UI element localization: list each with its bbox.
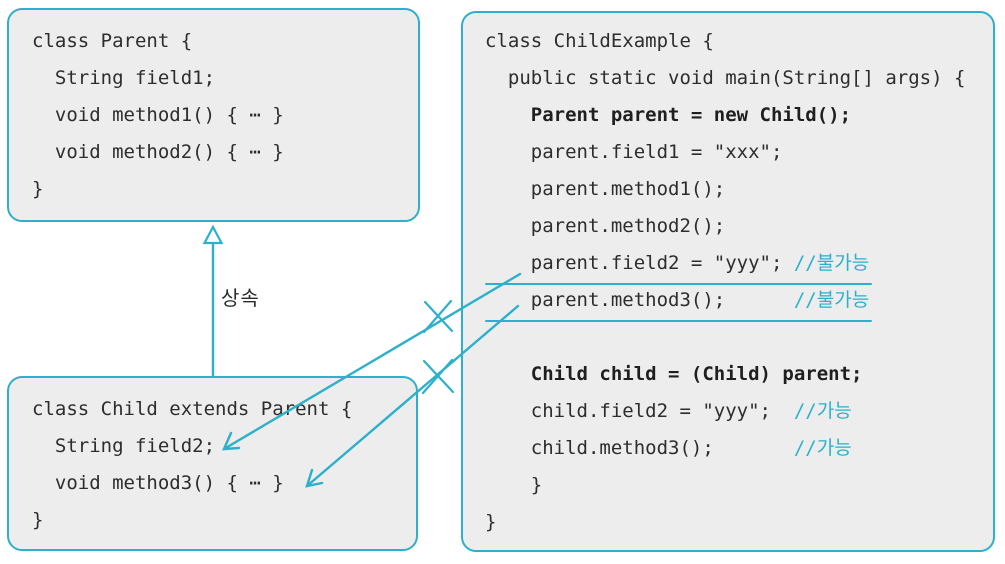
code-line-text: parent.field1 = "xxx"; bbox=[485, 141, 783, 163]
code-line-text: class Parent { bbox=[32, 30, 193, 52]
code-line: void method1() { ⋯ } bbox=[32, 97, 418, 134]
code-line: class ChildExample { bbox=[485, 23, 993, 60]
code-line: class Parent { bbox=[32, 23, 418, 60]
child-example-code: class ChildExample { public static void … bbox=[485, 23, 993, 541]
code-line: parent.field1 = "xxx"; bbox=[485, 134, 993, 171]
inheritance-label: 상속 bbox=[221, 288, 260, 310]
code-line: public static void main(String[] args) { bbox=[485, 60, 993, 97]
parent-class-code: class Parent { String field1; void metho… bbox=[32, 23, 418, 208]
code-line-text: } bbox=[485, 474, 543, 496]
code-line: } bbox=[485, 467, 993, 504]
code-line-text: public static void main(String[] args) { bbox=[485, 67, 966, 89]
code-line: class Child extends Parent { bbox=[32, 391, 416, 428]
code-line: parent.method3(); //불가능 bbox=[485, 282, 993, 322]
code-comment: //가능 bbox=[793, 437, 852, 459]
code-line-text: parent.method1(); bbox=[485, 178, 726, 200]
code-line-text: void method2() { ⋯ } bbox=[32, 141, 284, 163]
code-line-text: child.method3(); //가능 bbox=[485, 437, 852, 459]
code-line-text: } bbox=[32, 178, 44, 200]
child-example-class-box: class ChildExample { public static void … bbox=[461, 11, 995, 552]
code-comment: //불가능 bbox=[793, 252, 870, 274]
code-line: parent.method2(); bbox=[485, 208, 993, 245]
inheritance-arrow bbox=[202, 224, 224, 378]
code-line: String field1; bbox=[32, 60, 418, 97]
code-comment: //가능 bbox=[793, 400, 852, 422]
code-line-text: } bbox=[485, 511, 497, 533]
code-line: String field2; bbox=[32, 428, 416, 465]
code-line-text: Child child = (Child) parent; bbox=[485, 363, 863, 385]
code-line: } bbox=[32, 171, 418, 208]
code-line-text: parent.method2(); bbox=[485, 215, 726, 237]
code-line: Child child = (Child) parent; bbox=[485, 356, 993, 393]
parent-class-box: class Parent { String field1; void metho… bbox=[7, 8, 420, 222]
code-line bbox=[485, 319, 993, 356]
code-line-text: String field1; bbox=[32, 67, 216, 89]
code-line-text: } bbox=[32, 509, 44, 531]
code-line: parent.field2 = "yyy"; //불가능 bbox=[485, 245, 993, 285]
code-line-text: child.field2 = "yyy"; //가능 bbox=[485, 400, 852, 422]
code-line-text: Parent parent = new Child(); bbox=[485, 104, 852, 126]
code-line: } bbox=[32, 502, 416, 539]
code-line: parent.method1(); bbox=[485, 171, 993, 208]
inheritance-triangle-arrowhead bbox=[202, 224, 224, 245]
method3-x-mark bbox=[421, 358, 455, 395]
code-line: child.method3(); //가능 bbox=[485, 430, 993, 467]
code-line-text: void method3() { ⋯ } bbox=[32, 472, 284, 494]
code-line: child.field2 = "yyy"; //가능 bbox=[485, 393, 993, 430]
code-line-text-underlined: parent.method3(); //불가능 bbox=[485, 282, 873, 322]
code-comment: //불가능 bbox=[793, 289, 870, 311]
child-class-box: class Child extends Parent { String fiel… bbox=[7, 376, 418, 551]
code-line: void method3() { ⋯ } bbox=[32, 465, 416, 502]
code-line-text: String field2; bbox=[32, 435, 216, 457]
code-line-text: class ChildExample { bbox=[485, 30, 714, 52]
code-line: Parent parent = new Child(); bbox=[485, 97, 993, 134]
code-line-text: void method1() { ⋯ } bbox=[32, 104, 284, 126]
field2-x-mark bbox=[422, 299, 454, 334]
code-line-text: class Child extends Parent { bbox=[32, 398, 353, 420]
code-line: } bbox=[485, 504, 993, 541]
child-class-code: class Child extends Parent { String fiel… bbox=[32, 391, 416, 539]
code-line: void method2() { ⋯ } bbox=[32, 134, 418, 171]
code-line-text-underlined: parent.field2 = "yyy"; //불가능 bbox=[485, 245, 873, 285]
